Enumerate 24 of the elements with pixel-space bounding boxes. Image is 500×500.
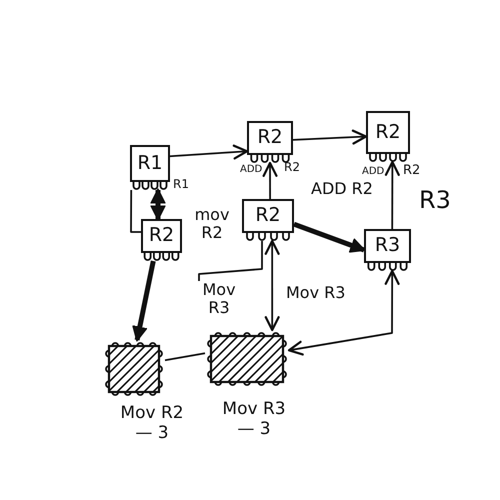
chip-caption: Mov R3 — 3 — [221, 400, 287, 440]
arrow — [264, 240, 280, 332]
hatched-chip — [205, 330, 289, 388]
arrow — [293, 222, 366, 253]
connector-line — [130, 190, 141, 233]
note-text: R3 — [419, 187, 451, 215]
chip-caption: R1 — [173, 178, 189, 192]
note-text: mov R2 — [194, 206, 230, 243]
chip-caption: R2 — [284, 161, 300, 175]
arrow — [384, 160, 400, 229]
arrow — [170, 144, 248, 160]
connector-line — [164, 352, 206, 362]
chip-caption: ADD — [362, 166, 384, 178]
arrow — [288, 270, 400, 356]
connector-line — [198, 241, 263, 281]
chip-caption: Mov R2 — 3 — [119, 404, 185, 444]
note-text: ADD R2 — [311, 180, 373, 198]
arrow — [292, 130, 368, 145]
arrow — [262, 162, 278, 199]
arrow — [150, 188, 166, 221]
chip-caption: R2 — [403, 164, 420, 179]
arrow — [132, 260, 156, 342]
note-text: Mov R3 — [194, 281, 244, 317]
chip-caption: ADD — [240, 164, 262, 176]
